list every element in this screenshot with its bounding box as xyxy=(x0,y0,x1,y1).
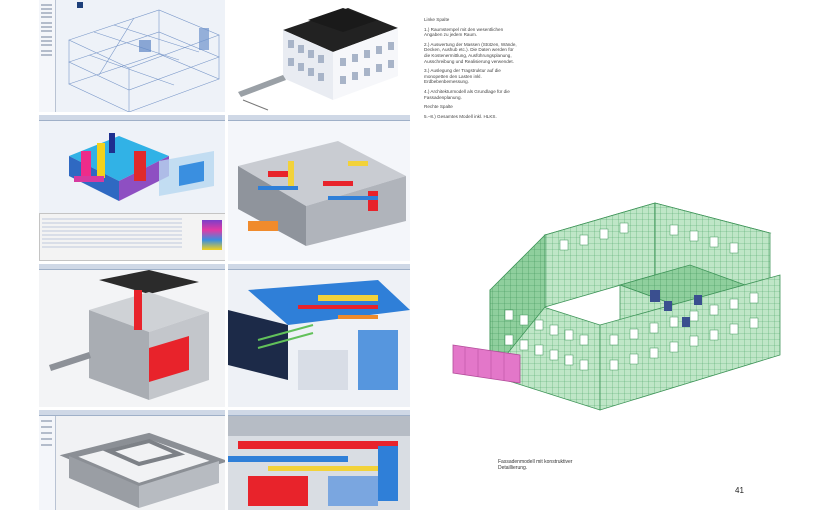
structural-drawing xyxy=(69,133,214,201)
cutaway-drawing xyxy=(238,141,406,246)
mep-drawing xyxy=(228,280,410,390)
caption-item-1: 1.) Raumstempel mit den wesentlichen Ang… xyxy=(424,26,504,38)
caption-item-2: 2.) Auswertung der Massen (Stützen, Wänd… xyxy=(424,41,517,64)
building-drawing xyxy=(238,8,398,111)
mep-model-render xyxy=(228,264,410,407)
wireframe-drawing xyxy=(68,2,220,112)
wall-model-screenshot xyxy=(39,410,225,510)
left-column-heading: Linke Spalte xyxy=(424,17,450,22)
software-title-bar xyxy=(228,115,410,121)
caption-column: Linke Spalte 1.) Raumstempel mit den wes… xyxy=(424,17,520,123)
gray-structure-drawing xyxy=(49,270,209,400)
facade-model-illustration xyxy=(452,202,781,411)
cutaway-model-render xyxy=(228,115,410,261)
figure-caption: Fassadenmodell mit konstruktiver Detaill… xyxy=(498,459,573,471)
caption-item-4: 4.) Architekturmodell als Grundlage für … xyxy=(424,88,510,100)
page-number: 41 xyxy=(735,486,744,495)
interior-mep-render xyxy=(228,410,410,510)
gray-structure-screenshot xyxy=(39,264,225,407)
software-title-bar xyxy=(39,264,225,270)
caption-item-5: 5.–8.) Gesamtes Modell inkl. HLKS. xyxy=(424,113,497,119)
software-title-bar xyxy=(228,410,410,416)
software-title-bar xyxy=(39,410,225,416)
right-column-heading: Rechte Spalte xyxy=(424,104,453,110)
wall-drawing xyxy=(59,432,225,508)
structural-model-screenshot xyxy=(39,115,225,261)
color-legend xyxy=(202,220,222,250)
software-title-bar xyxy=(39,115,225,121)
software-title-bar xyxy=(228,264,410,270)
caption-item-3: 3.) Auslegung der Tragstruktur auf die m… xyxy=(424,68,501,85)
quantity-table-panel xyxy=(39,213,225,261)
wireframe-model-screenshot xyxy=(39,0,225,112)
architecture-model-render xyxy=(228,0,410,112)
interior-drawing xyxy=(228,416,410,506)
software-sidebar xyxy=(39,0,56,112)
software-sidebar xyxy=(39,416,56,510)
